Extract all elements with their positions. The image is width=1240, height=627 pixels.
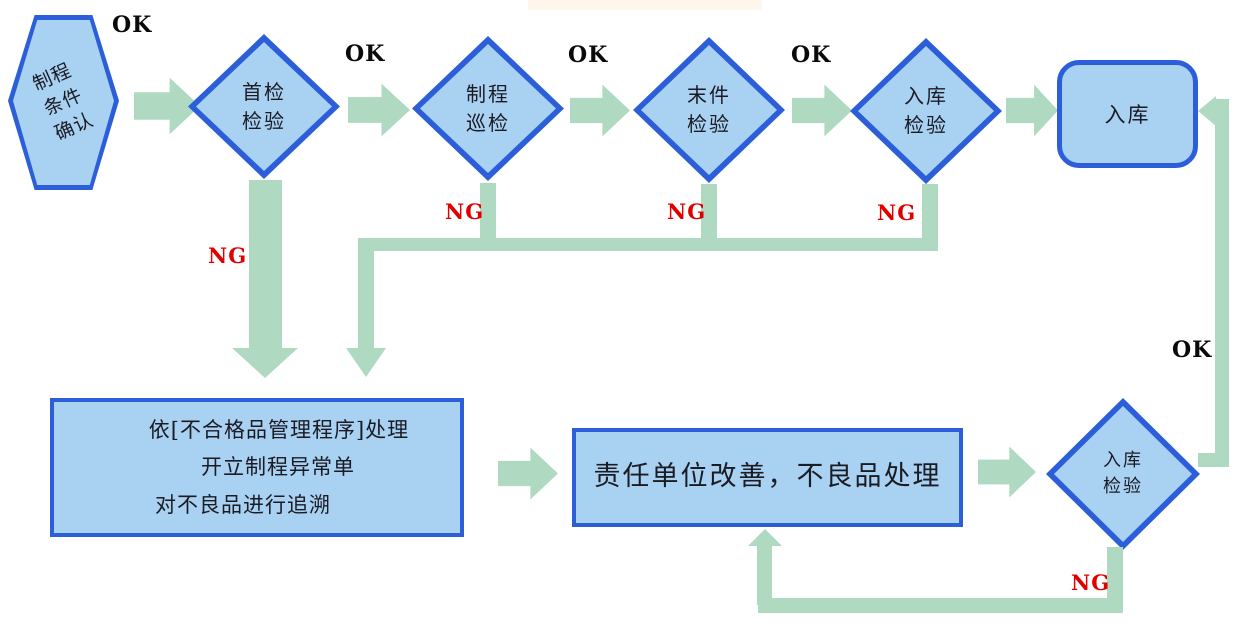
ng-drop-patrol-inspection <box>480 183 496 240</box>
node-label-line: 检验 <box>687 112 731 136</box>
node-label-line: 检验 <box>242 108 286 133</box>
ng-loop-arrowhead-up <box>748 529 782 546</box>
ok-label-2: OK <box>345 41 386 67</box>
flow-arrow-7 <box>978 446 1036 498</box>
ng-collector-left-drop <box>358 240 374 348</box>
arrowhead-into-warehousing <box>1198 96 1216 126</box>
node-last-article-inspection: 末件 检验 <box>633 37 785 183</box>
ok-label-3: OK <box>568 42 609 68</box>
flow-arrow-6 <box>498 447 558 500</box>
node-warehousing: 入库 <box>1057 60 1198 168</box>
ok-label-4: OK <box>791 42 832 68</box>
cutoff-title-band <box>528 0 762 10</box>
connector-ok-loop-vertical <box>1215 99 1229 467</box>
node-label-line: 首检 <box>242 79 286 104</box>
ng-drop-warehousing-inspection <box>922 184 938 240</box>
node-label-line: 巡检 <box>466 110 510 135</box>
node-responsible-unit-improvement: 责任单位改善，不良品处理 <box>572 428 963 527</box>
node-label: 入库 <box>1104 103 1151 127</box>
flow-arrow-5 <box>1006 84 1058 137</box>
connector-ok-loop-bottom-stub <box>1198 453 1229 467</box>
ng-loop-vertical-right <box>1107 547 1123 613</box>
ng-loop-up-shaft <box>757 545 772 605</box>
ng-collector-horizontal <box>358 238 938 251</box>
ng-label-3: NG <box>667 199 707 224</box>
ng-arrow-first-inspection-shaft <box>249 180 282 348</box>
ng-drop-last-article <box>701 184 717 240</box>
flow-arrow-3 <box>570 84 630 137</box>
node-label-line: 开立制程异常单 <box>201 455 355 479</box>
node-warehousing-reinspection: 入库 检验 <box>1046 398 1200 550</box>
node-label-line: 末件 <box>687 83 731 107</box>
node-process-patrol-inspection: 制程 巡检 <box>412 36 564 181</box>
flow-arrow-4 <box>792 84 852 137</box>
node-label-line: 入库 <box>904 84 948 108</box>
node-label-line: 入库 <box>1103 450 1143 471</box>
node-label-line: 制程 <box>466 81 510 106</box>
ng-loop-horizontal-bottom <box>758 598 1123 613</box>
flow-arrow-2 <box>348 83 410 137</box>
ng-label-5: NG <box>1071 570 1111 595</box>
node-label-line: 对不良品进行追溯 <box>155 493 331 517</box>
node-label: 责任单位改善，不良品处理 <box>593 461 942 492</box>
ng-collector-arrowhead <box>346 348 386 377</box>
node-nonconforming-handling: 依[不合格品管理程序]处理 开立制程异常单 对不良品进行追溯 <box>50 398 464 537</box>
node-label-line: 检验 <box>904 113 948 137</box>
ng-label-4: NG <box>877 200 917 225</box>
node-label-line: 依[不合格品管理程序]处理 <box>148 418 410 442</box>
ng-label-1: NG <box>208 243 248 268</box>
ng-arrow-first-inspection-head <box>232 348 298 378</box>
ok-label-5: OK <box>1172 337 1213 363</box>
node-warehousing-inspection: 入库 检验 <box>850 38 1002 184</box>
node-first-article-inspection: 首检 检验 <box>188 34 340 179</box>
ng-label-2: NG <box>445 199 485 224</box>
node-label-line: 检验 <box>1103 476 1143 497</box>
ok-label-1: OK <box>112 12 153 38</box>
node-process-condition-confirm: 制程 条件 确认 <box>8 15 119 190</box>
